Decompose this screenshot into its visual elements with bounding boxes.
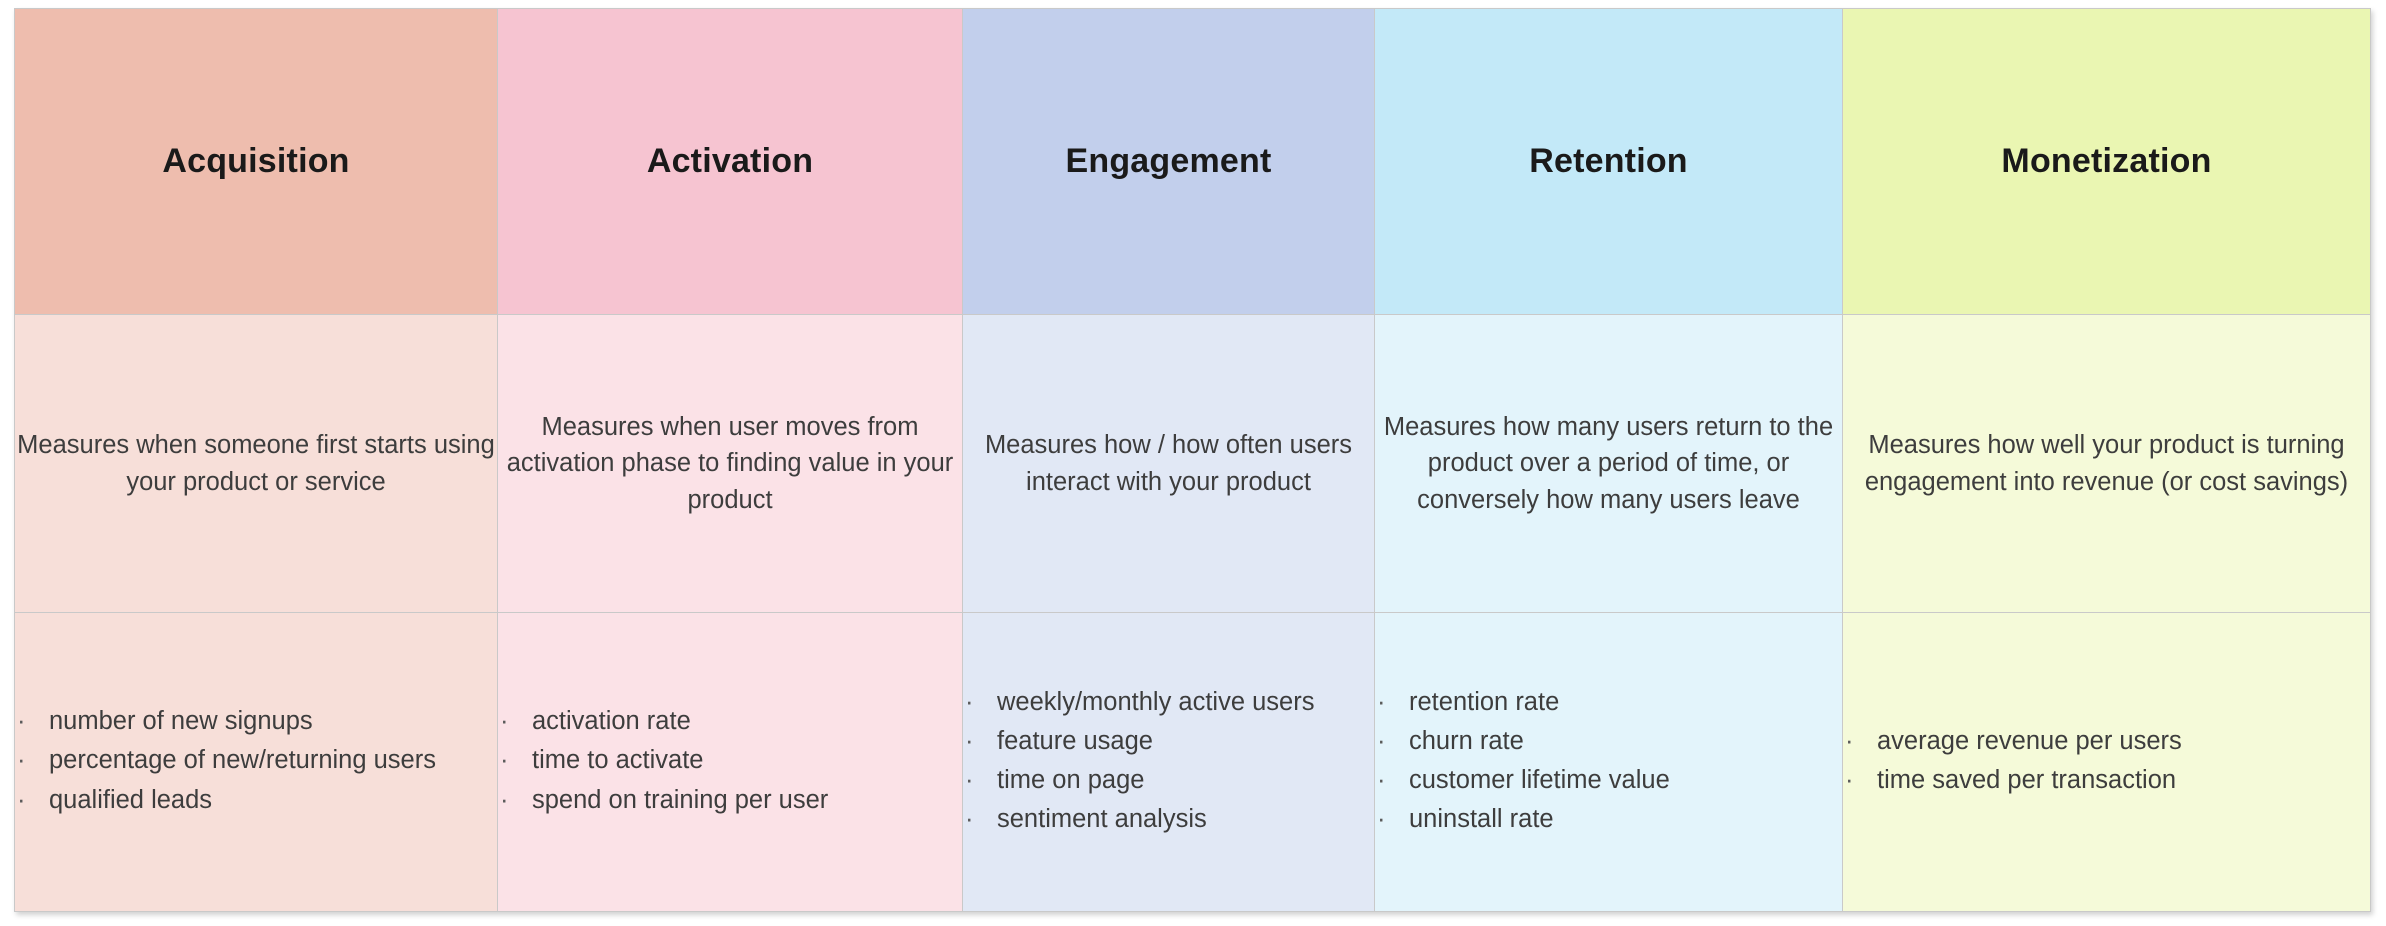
list-item: · feature usage <box>963 723 1374 759</box>
list-item: · time on page <box>963 762 1374 798</box>
metric-label: uninstall rate <box>1409 805 1554 834</box>
bullet-dot-icon: · <box>1377 726 1386 755</box>
list-item: · percentage of new/returning users <box>15 742 497 778</box>
list-item: · qualified leads <box>15 782 497 818</box>
bullet-dot-icon: · <box>965 687 974 716</box>
list-item: · time to activate <box>498 742 962 778</box>
metric-list-activation: · activation rate · time to activate · spend … <box>498 703 962 818</box>
metric-label: percentage of new/returning users <box>49 746 436 775</box>
description-text-monetization: Measures how well your product is turnin… <box>1864 431 2349 496</box>
description-cell-monetization: Measures how well your product is turnin… <box>1842 314 2371 613</box>
column-header-engagement: Engagement <box>962 8 1375 315</box>
description-row: Measures when someone first starts using… <box>14 314 2371 613</box>
bullet-dot-icon: · <box>17 707 26 736</box>
bullet-dot-icon: · <box>500 707 509 736</box>
column-header-monetization: Monetization <box>1842 8 2371 315</box>
metric-list-monetization: · average revenue per users · time saved pe… <box>1843 723 2370 798</box>
description-text-acquisition: Measures when someone first starts using… <box>17 431 495 496</box>
bullet-dot-icon: · <box>1377 687 1386 716</box>
description-text-activation: Measures when user moves from activation… <box>506 413 954 514</box>
description-cell-engagement: Measures how / how often users interact … <box>962 314 1375 613</box>
bullet-dot-icon: · <box>17 785 26 814</box>
metric-label: feature usage <box>997 726 1153 755</box>
list-item: · uninstall rate <box>1375 801 1842 837</box>
metric-label: time on page <box>997 766 1145 794</box>
description-cell-acquisition: Measures when someone first starts using… <box>14 314 498 613</box>
metric-list-acquisition: · number of new signups · percentage of new… <box>15 703 497 818</box>
list-item: · retention rate <box>1375 684 1842 720</box>
table-body: Measures when someone first starts using… <box>14 314 2371 912</box>
bullet-dot-icon: · <box>500 746 509 775</box>
metrics-cell-engagement: · weekly/monthly active users · feature usa… <box>962 612 1375 912</box>
list-item: · weekly/monthly active users <box>963 684 1374 720</box>
metrics-row: · number of new signups · percentage of new… <box>14 612 2371 912</box>
description-cell-retention: Measures how many users return to the pr… <box>1374 314 1843 613</box>
list-item: · spend on training per user <box>498 782 962 818</box>
metric-list-engagement: · weekly/monthly active users · feature usa… <box>963 684 1374 838</box>
bullet-dot-icon: · <box>965 766 974 794</box>
metrics-cell-acquisition: · number of new signups · percentage of new… <box>14 612 498 912</box>
bullet-dot-icon: · <box>17 746 26 775</box>
list-item: · number of new signups <box>15 703 497 739</box>
column-header-activation: Activation <box>497 8 963 315</box>
list-item: · sentiment analysis <box>963 801 1374 837</box>
list-item: · churn rate <box>1375 723 1842 759</box>
metrics-cell-activation: · activation rate · time to activate · spend … <box>497 612 963 912</box>
metric-label: number of new signups <box>49 707 313 736</box>
metrics-cell-monetization: · average revenue per users · time saved pe… <box>1842 612 2371 912</box>
list-item: · customer lifetime value <box>1375 762 1842 798</box>
description-cell-activation: Measures when user moves from activation… <box>497 314 963 613</box>
bullet-dot-icon: · <box>500 785 509 814</box>
column-header-acquisition: Acquisition <box>14 8 498 315</box>
metrics-cell-retention: · retention rate · churn rate · customer life… <box>1374 612 1843 912</box>
list-item: · activation rate <box>498 703 962 739</box>
bullet-dot-icon: · <box>1845 766 1854 794</box>
metric-label: churn rate <box>1409 726 1524 755</box>
description-text-retention: Measures how many users return to the pr… <box>1383 413 1834 514</box>
bullet-dot-icon: · <box>1845 726 1854 755</box>
metric-label: average revenue per users <box>1877 726 2182 755</box>
metric-label: spend on training per user <box>532 785 829 814</box>
metric-list-retention: · retention rate · churn rate · customer life… <box>1375 684 1842 838</box>
bullet-dot-icon: · <box>1377 805 1386 834</box>
metric-label: time saved per transaction <box>1877 766 2177 794</box>
bullet-dot-icon: · <box>965 805 974 834</box>
metric-label: activation rate <box>532 707 691 736</box>
metric-label: weekly/monthly active users <box>997 687 1315 716</box>
column-header-retention: Retention <box>1374 8 1843 315</box>
bullet-dot-icon: · <box>965 726 974 755</box>
metric-label: retention rate <box>1409 687 1560 716</box>
metric-label: sentiment analysis <box>997 805 1207 834</box>
metric-label: customer lifetime value <box>1409 766 1670 794</box>
metric-label: qualified leads <box>49 785 213 814</box>
list-item: · time saved per transaction <box>1843 762 2370 798</box>
list-item: · average revenue per users <box>1843 723 2370 759</box>
bullet-dot-icon: · <box>1377 766 1386 794</box>
metric-label: time to activate <box>532 746 704 775</box>
description-text-engagement: Measures how / how often users interact … <box>984 431 1353 496</box>
